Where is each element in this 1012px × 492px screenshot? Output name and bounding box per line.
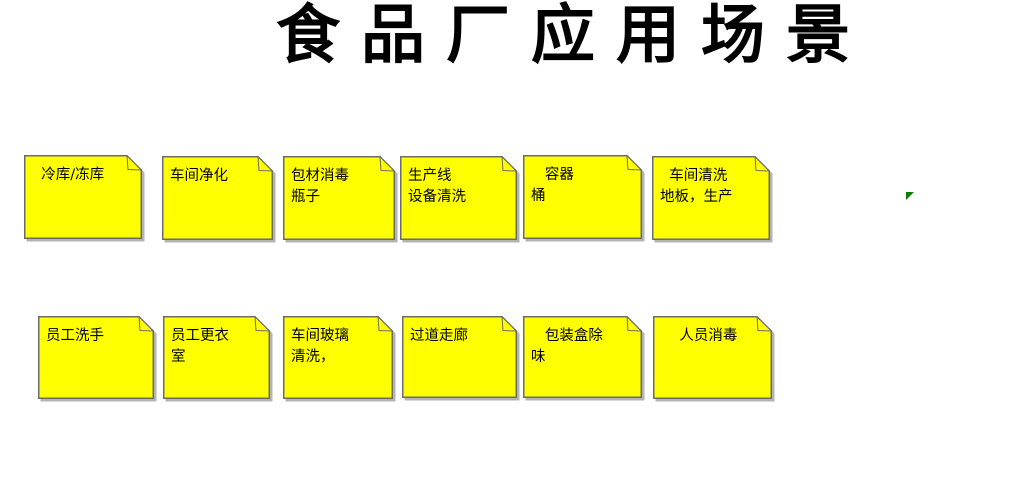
note-label-line: 设备清洗 — [408, 189, 466, 205]
note-personnel-disinfection: 人员消毒 — [653, 315, 775, 402]
note-label-line: 包装盒除 — [531, 328, 603, 344]
note-label-line: 室 — [171, 349, 186, 365]
note-packaging-box-deodorize: 包装盒除味 — [523, 315, 645, 401]
note-production-line-cleaning: 生产线设备清洗 — [400, 155, 520, 243]
note-label-line: 容器 — [531, 167, 574, 183]
note-label: 容器桶 — [523, 155, 642, 239]
folded-note-shape — [523, 315, 645, 401]
folded-note-shape — [523, 154, 645, 242]
note-label-line: 生产线 — [408, 168, 452, 184]
note-employee-changing-room: 员工更衣室 — [163, 315, 273, 402]
note-workshop-floor-cleaning: 车间清洗地板，生产 — [652, 155, 773, 243]
folded-note-shape — [24, 154, 145, 242]
folded-note-shape — [653, 315, 775, 402]
note-label: 包装盒除味 — [523, 316, 642, 398]
folded-note-shape — [38, 315, 157, 402]
note-label: 人员消毒 — [653, 316, 772, 399]
note-label-line: 包材消毒 — [291, 168, 349, 184]
note-label-line: 清洗， — [291, 349, 335, 365]
note-label-line: 地板，生产 — [660, 189, 733, 205]
folded-note-shape — [283, 155, 398, 243]
note-label-line: 味 — [531, 349, 546, 365]
page-title: 食品厂应用场景 — [276, 0, 871, 73]
note-label-line: 瓶子 — [291, 189, 320, 205]
note-label: 包材消毒瓶子 — [283, 156, 395, 240]
note-label-line: 车间玻璃 — [291, 328, 349, 344]
note-label: 员工更衣室 — [163, 316, 270, 399]
note-label: 车间净化 — [162, 156, 273, 240]
note-label-line: 过道走廊 — [410, 328, 468, 344]
note-label: 生产线设备清洗 — [400, 156, 517, 240]
note-workshop-purification: 车间净化 — [162, 155, 276, 243]
green-corner-mark — [906, 192, 914, 200]
note-label: 冷库/冻库 — [24, 155, 142, 239]
note-label-line: 冷库/冻库 — [32, 167, 105, 183]
note-label: 车间清洗地板，生产 — [652, 156, 770, 240]
folded-note-shape — [400, 155, 520, 243]
folded-note-shape — [283, 315, 396, 402]
note-workshop-glass-cleaning: 车间玻璃清洗， — [283, 315, 396, 402]
note-label-line: 车间净化 — [170, 168, 228, 184]
folded-note-shape — [163, 315, 273, 402]
note-packaging-disinfection: 包材消毒瓶子 — [283, 155, 398, 243]
note-label-line: 车间清洗 — [660, 168, 728, 184]
folded-note-shape — [162, 155, 276, 243]
folded-note-shape — [402, 315, 520, 401]
note-label: 车间玻璃清洗， — [283, 316, 393, 399]
note-corridor: 过道走廊 — [402, 315, 520, 401]
note-label-line: 员工更衣 — [171, 328, 229, 344]
note-label: 过道走廊 — [402, 316, 517, 398]
note-cold-storage: 冷库/冻库 — [24, 154, 145, 242]
note-label-line: 桶 — [531, 188, 546, 204]
folded-note-shape — [652, 155, 773, 243]
note-container-barrel: 容器桶 — [523, 154, 645, 242]
note-employee-handwash: 员工洗手 — [38, 315, 157, 402]
note-label: 员工洗手 — [38, 316, 154, 399]
note-label-line: 员工洗手 — [46, 328, 104, 344]
note-label-line: 人员消毒 — [661, 328, 738, 344]
